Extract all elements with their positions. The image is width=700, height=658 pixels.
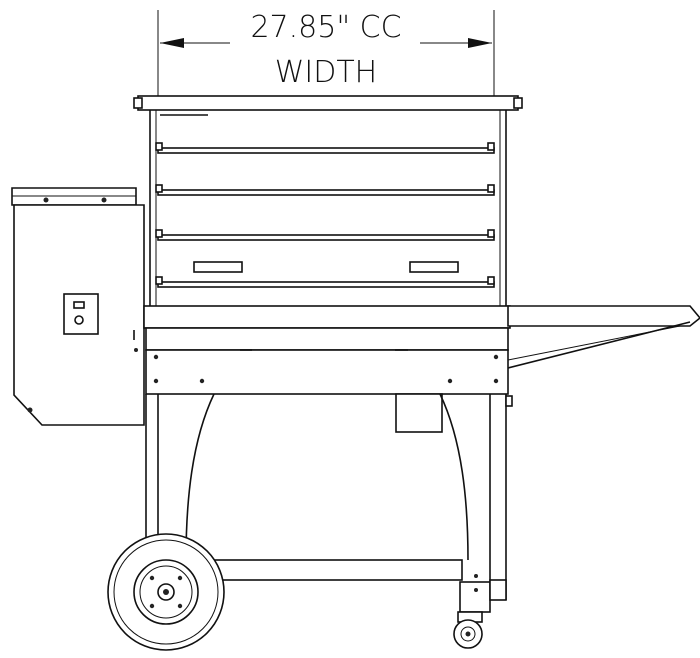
leg-brace-right [439, 393, 469, 561]
heat-diffuser-tab-left [193, 261, 243, 273]
chamber-top-rail [137, 95, 519, 111]
caster-mount [459, 581, 491, 613]
grate-rack-2 [155, 184, 495, 196]
cooking-chamber [133, 95, 523, 306]
base-band-upper [145, 327, 509, 351]
side-shelf [507, 305, 700, 369]
heat-diffuser-tab-right [409, 261, 459, 273]
grate-rack-1 [155, 142, 495, 154]
dimension-caption: WIDTH [275, 55, 378, 90]
grease-bucket [395, 393, 443, 433]
caster-wheel [453, 611, 483, 649]
controller-display [73, 301, 85, 309]
controller-panel [63, 293, 99, 335]
tire-inner-ring [113, 539, 219, 645]
shelf-surface [507, 305, 700, 327]
bottom-shelf-rail [209, 559, 463, 581]
width-dimension: 27.85" CC WIDTH [157, 10, 495, 98]
wheel-large [107, 533, 225, 651]
grill-base-body [143, 305, 511, 433]
shelf-brace [507, 321, 691, 369]
leg-brace-left [185, 393, 215, 561]
controller-knob [74, 315, 84, 325]
grate-rack-4 [155, 276, 495, 288]
base-band-lower [145, 349, 509, 395]
chamber-lip [143, 305, 511, 329]
grate-rack-3 [155, 229, 495, 241]
cart-frame [145, 393, 513, 613]
dimension-value-label: 27.85" CC [250, 10, 401, 45]
pellet-hopper [11, 187, 145, 426]
